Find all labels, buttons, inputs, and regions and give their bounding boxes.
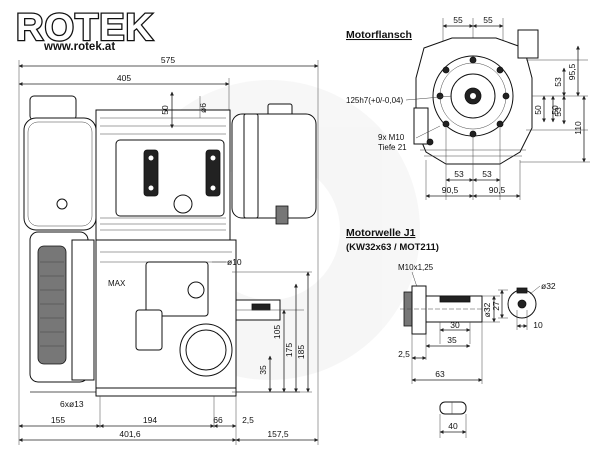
shaft-end-thread xyxy=(517,299,527,309)
dim-50: 50 xyxy=(160,105,170,115)
speed-lever xyxy=(135,309,163,351)
flange-dim-53-h-right: 53 xyxy=(482,169,492,179)
shaft-dim-2-5: 2,5 xyxy=(398,349,410,359)
shaft-subtitle: (KW32x63 / MOT211) xyxy=(346,242,439,253)
key-detail xyxy=(439,401,467,415)
shaft-thread: M10x1,25 xyxy=(398,263,434,272)
shaft-dia: ø32 xyxy=(482,302,492,317)
flange-callout-bore: 125h7(+0/-0,04) xyxy=(346,96,403,105)
flange-dim-53-v-bottom: 53 xyxy=(553,107,563,117)
flange-dim-90-5-right: 90,5 xyxy=(489,185,506,195)
dim-phi10: ø10 xyxy=(227,257,242,267)
oil-filler-cap xyxy=(173,194,193,214)
shaft-dim-30: 30 xyxy=(450,320,460,330)
tank-strap xyxy=(243,113,259,219)
shaft-collar xyxy=(411,285,427,335)
dim-194: 194 xyxy=(143,415,157,425)
max-mark: MAX xyxy=(108,279,126,288)
shaft-dim-35: 35 xyxy=(447,335,457,345)
flange-dim-110: 110 xyxy=(573,121,583,135)
dim-105: 105 xyxy=(272,325,282,339)
flange-lug-right xyxy=(517,29,539,59)
governor-assembly xyxy=(145,261,209,317)
shaft-end-dia: ø32 xyxy=(541,281,556,291)
flange-dim-55-right: 55 xyxy=(483,15,493,25)
shaft-keyway xyxy=(251,303,271,311)
flange-callout-depth: Tiefe 21 xyxy=(378,143,407,152)
key-dim-40: 40 xyxy=(448,421,458,431)
dim-185: 185 xyxy=(296,345,306,359)
dim-66: 66 xyxy=(213,415,223,425)
dim-phi6: ø6 xyxy=(198,103,208,113)
flange-lug-left xyxy=(413,107,429,145)
shaft-end-keyway xyxy=(516,287,528,294)
flange-dim-53-v-top: 53 xyxy=(553,77,563,87)
blower-housing xyxy=(71,239,95,381)
brand-logo: ROTEK www.rotek.at xyxy=(15,6,155,53)
flange-callout-thread: 9x M10 xyxy=(378,133,405,142)
shaft-dim-10: 10 xyxy=(533,320,543,330)
shaft-dim-27: 27 xyxy=(491,301,501,311)
flange-dim-50-right: 50 xyxy=(550,105,560,115)
flange-dim-90-5-left: 90,5 xyxy=(442,185,459,195)
flange-view: Motorflansch 55 55 125h7(+0/-0,04) xyxy=(346,15,590,200)
air-filter-cap xyxy=(29,95,77,121)
valve-cover xyxy=(115,139,225,217)
dim-35: 35 xyxy=(258,365,268,375)
dim-width-upper: 405 xyxy=(117,73,131,83)
cover-slot-right xyxy=(205,149,221,197)
base-plate xyxy=(95,387,237,397)
fuel-tap xyxy=(275,205,289,225)
shaft-title: Motorwelle J1 xyxy=(346,227,416,239)
starter-grip xyxy=(37,245,67,365)
dim-157-5: 157,5 xyxy=(267,429,289,439)
flange-dim-53-h-left: 53 xyxy=(454,169,464,179)
flange-dim-95-5: 95,5 xyxy=(567,63,577,80)
flange-dim-55-left: 55 xyxy=(453,15,463,25)
air-filter-housing xyxy=(23,117,97,231)
flange-title: Motorflansch xyxy=(346,29,412,41)
dim-2-5: 2,5 xyxy=(242,415,254,425)
dim-width-total: 575 xyxy=(161,55,175,65)
dim-401-6: 401,6 xyxy=(119,429,141,439)
brand-url: www.rotek.at xyxy=(43,41,115,53)
cover-slot-left xyxy=(143,149,159,197)
engine-front-view: 575 405 xyxy=(18,55,319,445)
shaft-key xyxy=(439,295,471,303)
shaft-dim-63: 63 xyxy=(435,369,445,379)
dim-175: 175 xyxy=(284,343,294,357)
dim-155: 155 xyxy=(51,415,65,425)
flange-dim-50-left: 50 xyxy=(533,105,543,115)
flange-bolt-holes xyxy=(426,56,510,146)
dim-bolts: 6xø13 xyxy=(60,399,84,409)
logo-text: ROTEK xyxy=(16,7,154,49)
shaft-view: Motorwelle J1 (KW32x63 / MOT211) M10x1,2… xyxy=(346,227,556,438)
